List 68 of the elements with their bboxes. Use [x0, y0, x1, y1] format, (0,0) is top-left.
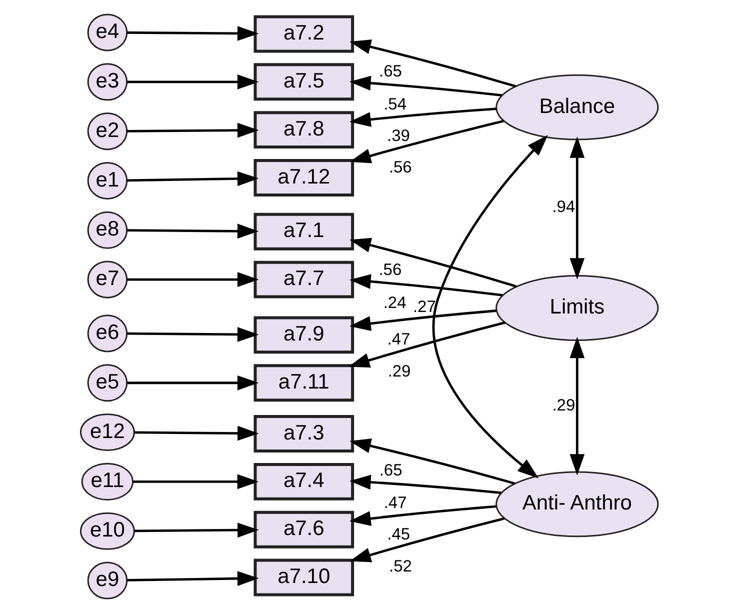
arrow [126, 74, 258, 90]
arrow [569, 136, 584, 280]
arrow [349, 238, 516, 288]
arrow [126, 327, 258, 342]
edge-label: .94 [552, 198, 575, 216]
arrow [126, 571, 258, 586]
node-circle: e4 [86, 14, 128, 52]
arrow [348, 321, 505, 368]
node-ellipse: e12 [79, 414, 134, 452]
edge-label: .56 [378, 261, 402, 280]
node-circle: e3 [86, 63, 128, 101]
arrow [348, 76, 502, 97]
edge-label: .47 [386, 330, 410, 349]
arrow [348, 274, 502, 296]
arrow [348, 310, 496, 331]
arrow [134, 426, 258, 441]
edge-label: .56 [388, 158, 412, 177]
node-box: a7.3 [253, 415, 354, 452]
arrow [348, 505, 496, 526]
node-box: a7.7 [253, 260, 354, 298]
node-box: a7.10 [253, 558, 354, 596]
node-box: a7.11 [253, 364, 354, 402]
node-circle: e8 [86, 211, 128, 249]
edge-label: .47 [383, 494, 406, 512]
node-box: a7.4 [253, 462, 354, 500]
arrow [348, 108, 496, 127]
arrow [132, 474, 258, 490]
edge-label: .65 [378, 462, 402, 480]
edge-label: .45 [386, 526, 410, 544]
node-circle: e2 [86, 112, 128, 150]
arrow [569, 336, 584, 476]
arrow [349, 517, 504, 562]
arrow [126, 224, 258, 239]
arrow [349, 438, 515, 485]
arrow [126, 171, 258, 186]
node-circle: e7 [86, 260, 128, 298]
edge-label: .52 [388, 557, 412, 576]
arrow [349, 39, 516, 88]
arrow [126, 375, 258, 390]
arrow [134, 522, 258, 538]
arrow [126, 26, 258, 41]
arrow [348, 474, 501, 494]
edge-label: .65 [378, 62, 402, 81]
node-ellipse: e11 [80, 462, 134, 500]
node-circle: e1 [86, 162, 128, 200]
arrow [126, 272, 258, 287]
node-ellipse: Limits [495, 275, 658, 341]
arrow [126, 122, 258, 138]
edge-label: .54 [383, 95, 406, 114]
node-circle: e5 [86, 364, 128, 402]
edge-label: .39 [386, 126, 410, 145]
node-ellipse: e10 [79, 512, 134, 550]
edge-label: .24 [382, 294, 406, 312]
node-circle: e6 [86, 314, 128, 352]
node-box: a7.1 [253, 212, 354, 250]
node-ellipse: Anti- Anthro [495, 471, 658, 538]
arrow [432, 135, 548, 478]
node-box: a7.6 [253, 510, 354, 548]
node-ellipse: Balance [495, 74, 658, 140]
edge-label: .29 [552, 396, 575, 414]
arrow [349, 120, 504, 164]
node-box: a7.9 [253, 316, 354, 354]
node-box: a7.5 [253, 63, 354, 101]
edge-label: .29 [387, 362, 410, 380]
node-box: a7.8 [253, 111, 354, 149]
node-circle: e9 [86, 562, 128, 600]
node-box: a7.2 [253, 15, 354, 53]
node-box: a7.12 [253, 159, 354, 196]
